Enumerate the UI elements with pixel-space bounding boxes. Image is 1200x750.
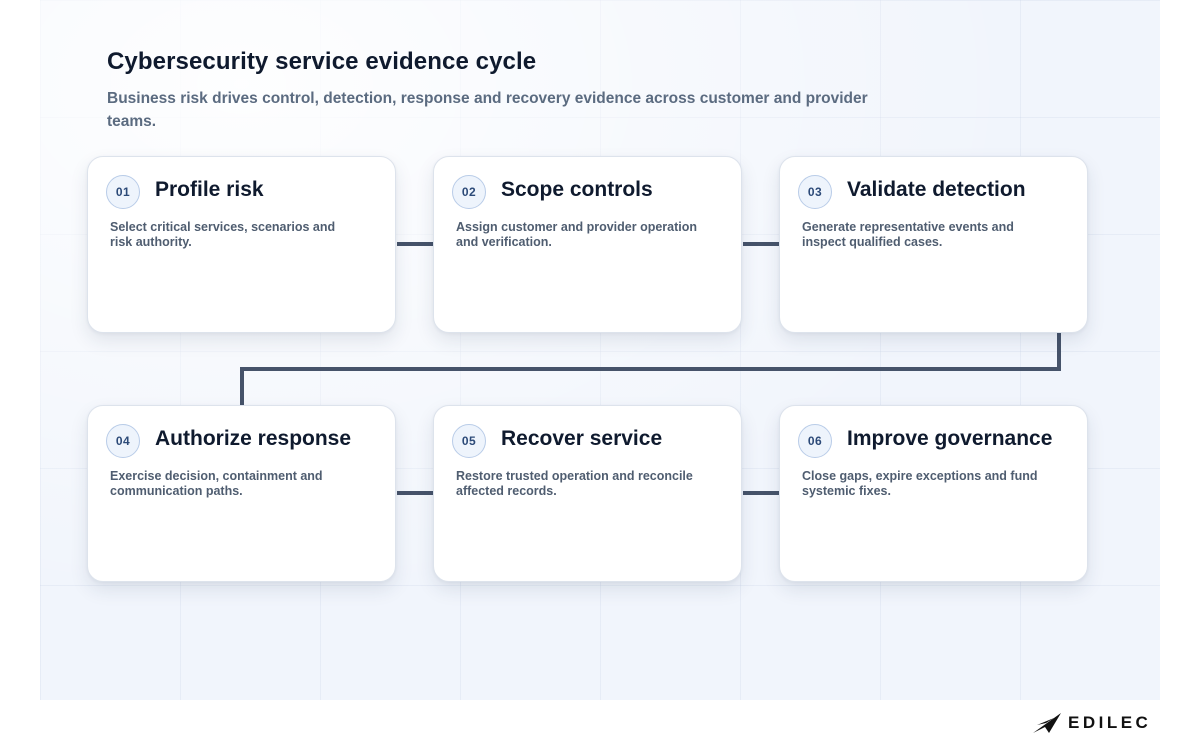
- brand-logo: EDILEC: [1032, 711, 1151, 735]
- step-description: Assign customer and provider operation a…: [456, 220, 698, 249]
- step-description: Exercise decision, containment and commu…: [110, 469, 323, 498]
- step-card-06[interactable]: 06 Improve governance Close gaps, expire…: [779, 405, 1088, 582]
- step-number-badge: 06: [798, 424, 832, 458]
- step-description: Close gaps, expire exceptions and fund s…: [802, 469, 1038, 498]
- brand-name: EDILEC: [1068, 713, 1152, 732]
- page-subtitle: Business risk drives control, detection,…: [107, 90, 868, 130]
- step-card-05[interactable]: 05 Recover service Restore trusted opera…: [433, 405, 742, 582]
- step-card-01[interactable]: 01 Profile risk Select critical services…: [87, 156, 396, 333]
- page-title: Cybersecurity service evidence cycle: [107, 48, 537, 75]
- step-number-badge: 04: [106, 424, 140, 458]
- step-card-03[interactable]: 03 Validate detection Generate represent…: [779, 156, 1088, 333]
- diagram-background: [40, 0, 1160, 700]
- step-number-badge: 05: [452, 424, 486, 458]
- step-title: Authorize response: [155, 427, 352, 450]
- step-title: Profile risk: [155, 178, 264, 201]
- step-description: Generate representative events and inspe…: [802, 220, 1014, 249]
- step-title: Recover service: [501, 427, 663, 450]
- step-number-badge: 01: [106, 175, 140, 209]
- step-title: Validate detection: [847, 178, 1026, 201]
- step-description: Restore trusted operation and reconcile …: [456, 469, 693, 498]
- step-title: Scope controls: [501, 178, 653, 201]
- step-title: Improve governance: [847, 427, 1053, 450]
- step-card-02[interactable]: 02 Scope controls Assign customer and pr…: [433, 156, 742, 333]
- step-description: Select critical services, scenarios and …: [110, 220, 336, 249]
- step-number-badge: 03: [798, 175, 832, 209]
- edilec-logo-icon: [1033, 713, 1061, 733]
- step-card-04[interactable]: 04 Authorize response Exercise decision,…: [87, 405, 396, 582]
- connector-03-04: [240, 333, 1061, 405]
- step-number-badge: 02: [452, 175, 486, 209]
